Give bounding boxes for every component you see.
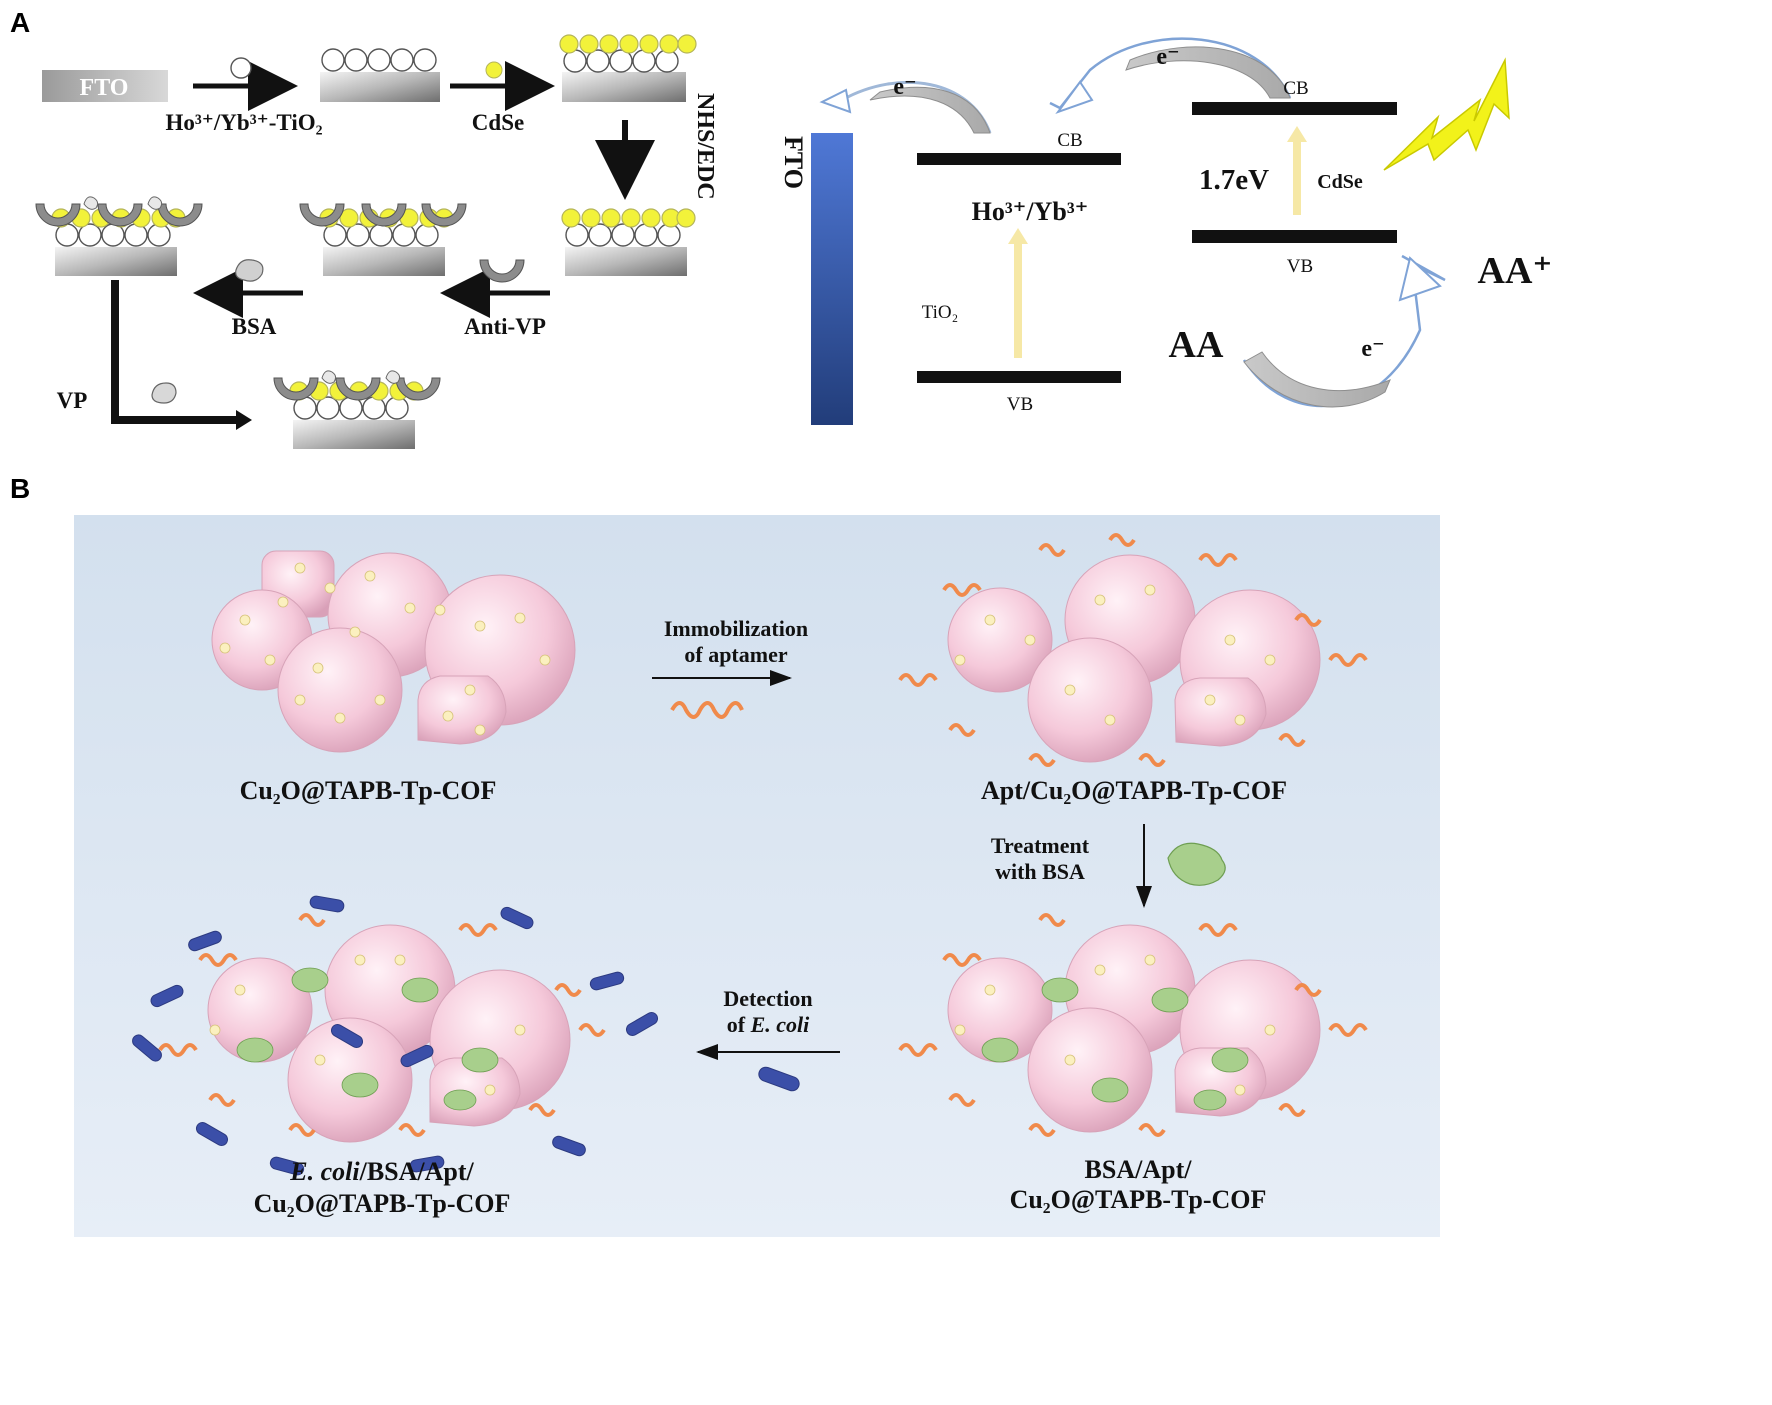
step-label-bsa-2: with BSA bbox=[995, 859, 1085, 884]
host-label: Ho³⁺/Yb³⁺ bbox=[972, 197, 1089, 226]
fto-slab: FTO bbox=[42, 70, 168, 102]
step-label-immobilization-2: of aptamer bbox=[684, 642, 787, 667]
electron-label-3: e⁻ bbox=[1361, 336, 1384, 362]
anti-vp-icon bbox=[479, 259, 525, 283]
step-label-detection-2: of E. coli bbox=[727, 1012, 810, 1037]
electrode-activated bbox=[561, 208, 696, 276]
panel-a-label: A bbox=[10, 7, 30, 38]
band-gap-label: 1.7eV bbox=[1199, 164, 1269, 196]
cdse-label: CdSe bbox=[1317, 171, 1363, 193]
material-label-1: Cu₂O@TAPB-Tp-COF bbox=[240, 776, 497, 805]
step-label-nhs-edc: NHS/EDC bbox=[692, 93, 718, 200]
cdse-cb-label: CB bbox=[1283, 78, 1308, 99]
tio2-label: TiO₂ bbox=[922, 302, 959, 323]
workflow-arrow-6 bbox=[111, 280, 238, 424]
aptamer-icon bbox=[670, 701, 744, 719]
material-label-4-rest: /BSA/Apt/ bbox=[359, 1157, 475, 1186]
bsa-apt-cluster bbox=[898, 913, 1368, 1137]
tio2-vb-line bbox=[917, 371, 1121, 383]
fto-slab-label: FTO bbox=[80, 75, 129, 101]
ecoli-icon bbox=[758, 1066, 800, 1092]
electrode-antibody bbox=[299, 203, 467, 276]
material-label-4-line1: E. coli/BSA/Apt/ bbox=[289, 1157, 474, 1186]
step-label-tio2: Ho³⁺/Yb³⁺-TiO₂ bbox=[165, 110, 322, 135]
electrode-tio2 bbox=[320, 48, 440, 102]
panel-b-label: B bbox=[10, 473, 30, 504]
tio2-cb-line bbox=[917, 153, 1121, 165]
step-label-detection-1: Detection bbox=[723, 986, 812, 1011]
aa-label: AA bbox=[1169, 324, 1224, 366]
fto-electrode-bar bbox=[811, 133, 853, 425]
step-label-anti-vp: Anti-VP bbox=[464, 314, 546, 339]
cdse-cb-line bbox=[1192, 102, 1397, 115]
aa-plus-label: AA⁺ bbox=[1478, 250, 1553, 292]
cdse-dot-icon bbox=[485, 61, 503, 79]
step-label-bsa-1: Treatment bbox=[991, 833, 1090, 858]
material-label-3-line2: Cu₂O@TAPB-Tp-COF bbox=[1010, 1185, 1267, 1214]
step-label-cdse: CdSe bbox=[472, 110, 524, 135]
electron-label-2: e⁻ bbox=[1156, 44, 1179, 70]
electron-label-1: e⁻ bbox=[893, 74, 916, 100]
material-label-2: Apt/Cu₂O@TAPB-Tp-COF bbox=[981, 776, 1287, 805]
step-label-detection-ecoli: E. coli bbox=[750, 1012, 811, 1037]
electrode-vp-captured bbox=[273, 370, 441, 449]
cdse-vb-label: VB bbox=[1287, 256, 1313, 277]
tio2-vb-label: VB bbox=[1007, 394, 1033, 415]
bsa-protein-icon bbox=[1167, 842, 1226, 886]
fto-bar-label: FTO bbox=[779, 136, 808, 189]
bsa-icon bbox=[235, 259, 264, 282]
step-label-detection-prefix: of bbox=[727, 1012, 751, 1037]
step-label-immobilization-1: Immobilization bbox=[664, 616, 808, 641]
cu2o-cof-cluster bbox=[211, 550, 576, 753]
ecoli-cluster bbox=[132, 895, 659, 1176]
electrode-cdse bbox=[559, 34, 697, 102]
material-label-4-line2: Cu₂O@TAPB-Tp-COF bbox=[254, 1189, 511, 1218]
step-label-vp: VP bbox=[57, 388, 88, 413]
tio2-cb-label: CB bbox=[1057, 130, 1082, 151]
cdse-vb-line bbox=[1192, 230, 1397, 243]
material-label-4-ecoli: E. coli bbox=[289, 1157, 360, 1186]
tio2-particle-icon bbox=[230, 57, 252, 79]
electrode-bsa-blocked bbox=[35, 196, 203, 276]
light-icon bbox=[1383, 57, 1510, 171]
vp-icon bbox=[151, 382, 177, 404]
material-label-3-line1: BSA/Apt/ bbox=[1085, 1155, 1193, 1184]
step-label-bsa: BSA bbox=[232, 314, 277, 339]
apt-cluster bbox=[898, 533, 1368, 767]
